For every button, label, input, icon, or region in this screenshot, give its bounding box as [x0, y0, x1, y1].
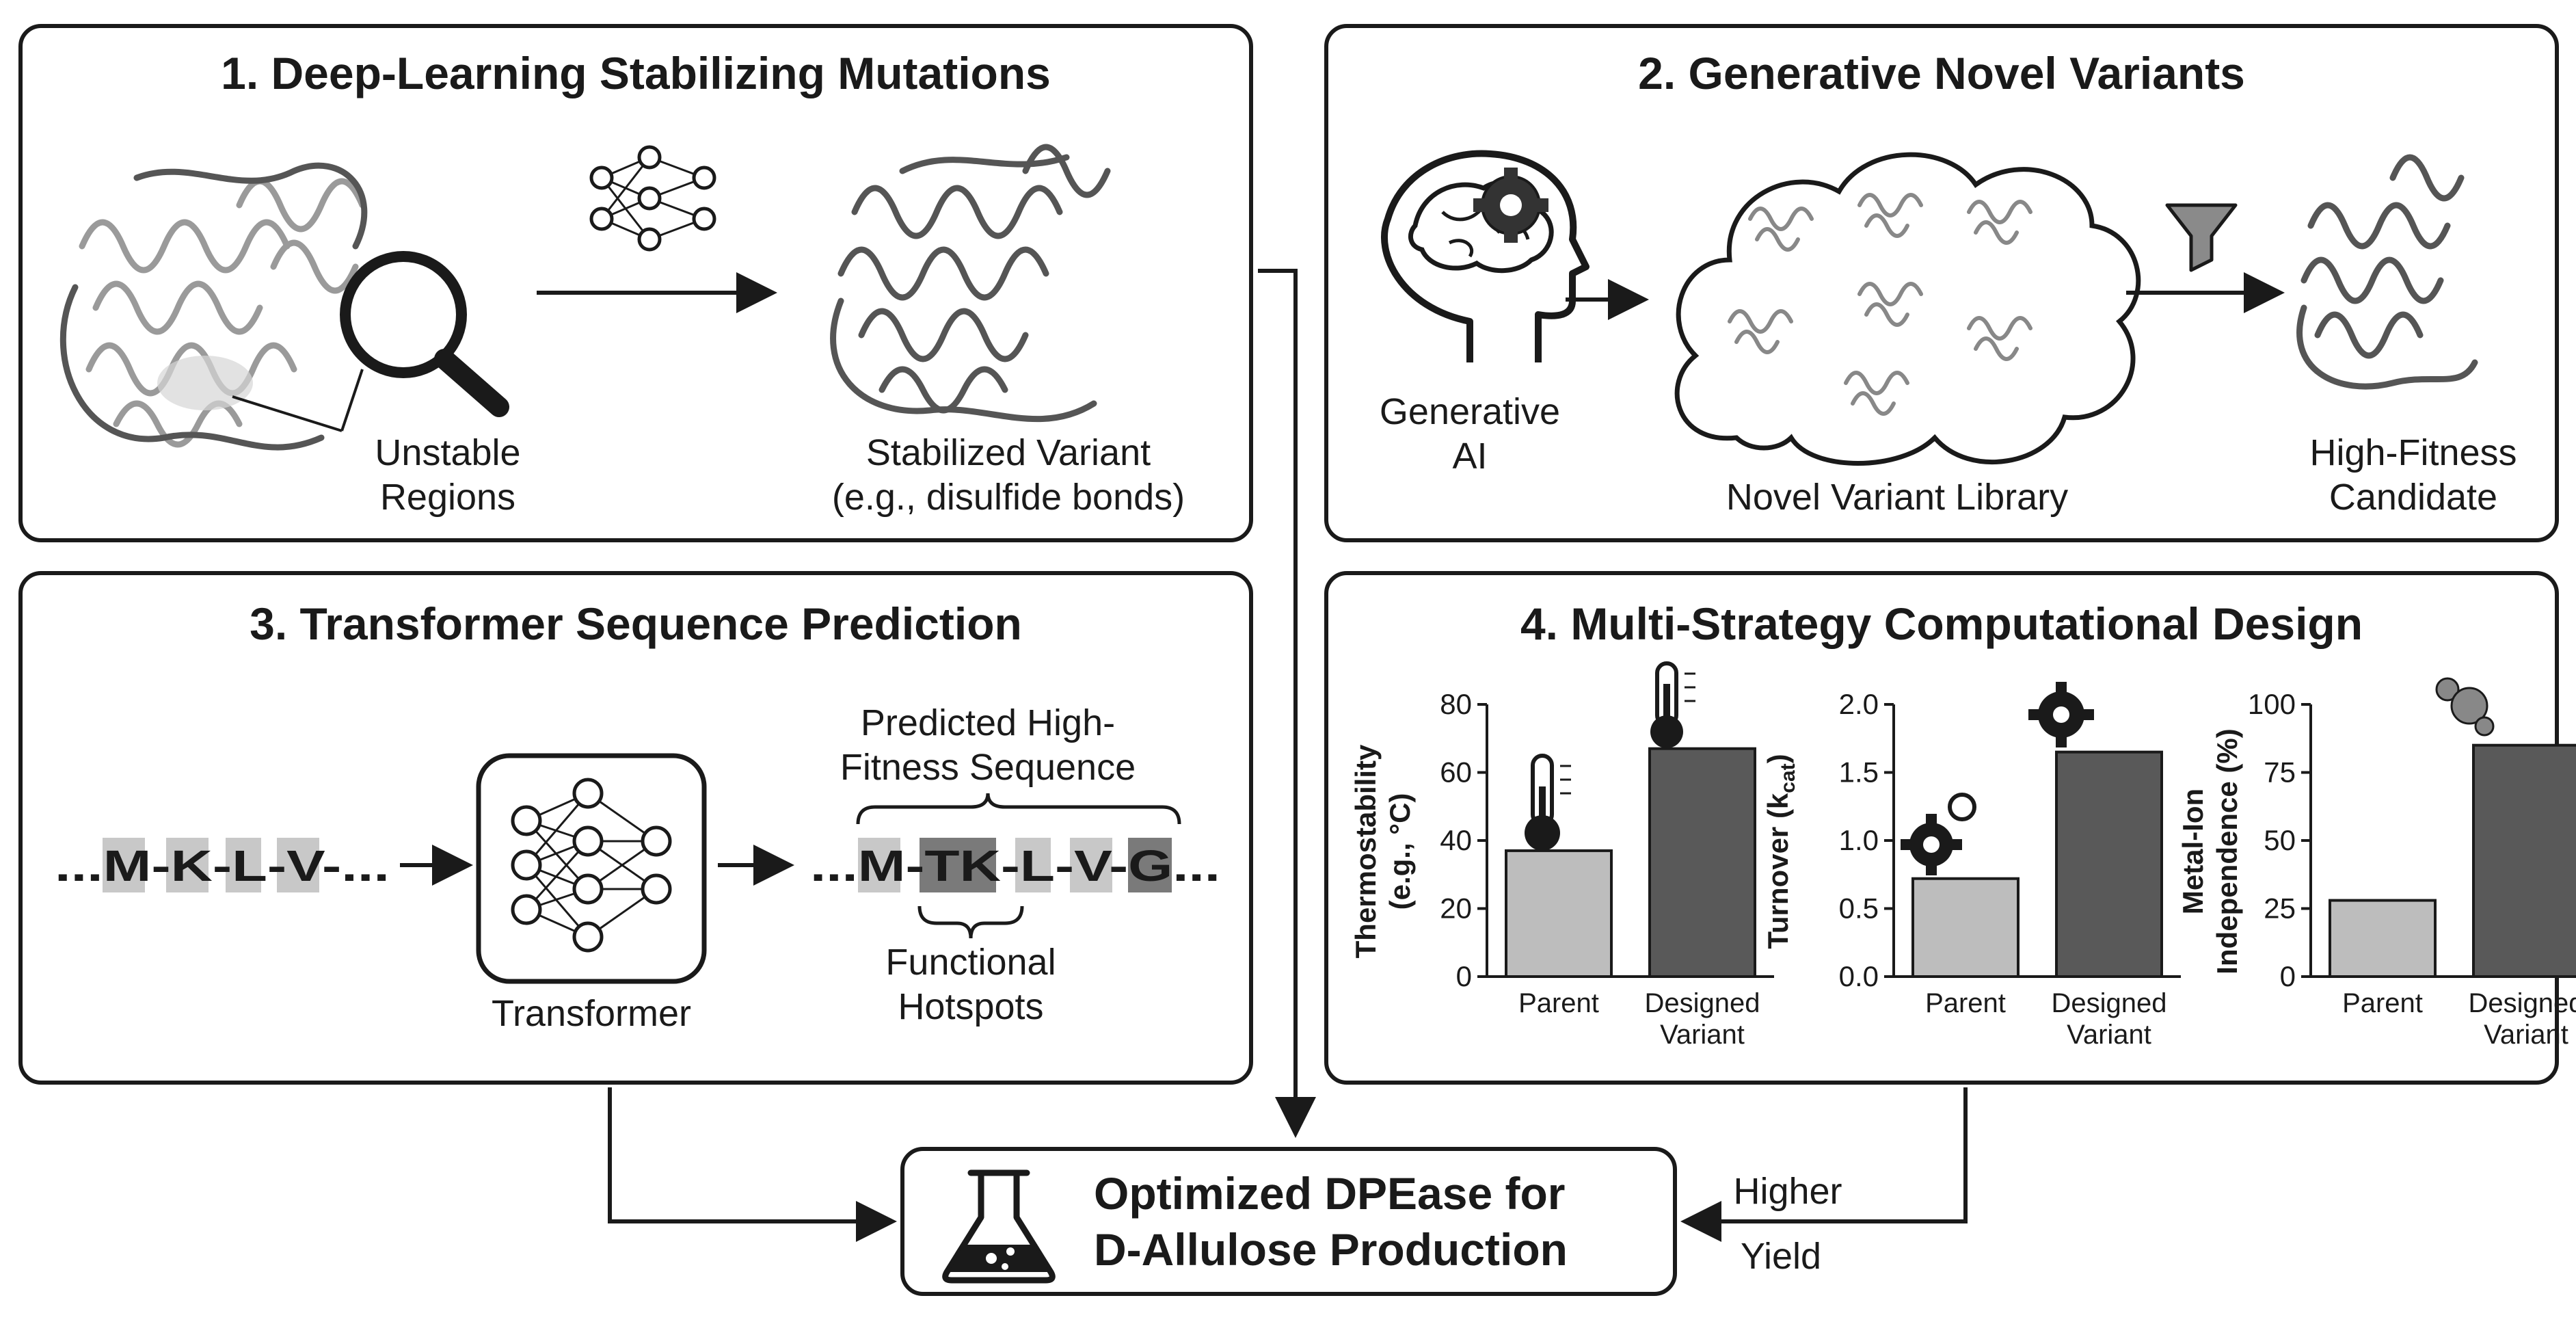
- y-tick-label: 2.0: [1839, 688, 1879, 720]
- y-tick-label: 1.5: [1839, 756, 1879, 789]
- gear-icon: [1473, 168, 1548, 243]
- y-tick-label: 0.5: [1839, 892, 1879, 925]
- panel-3-title: 3. Transformer Sequence Prediction: [250, 598, 1022, 649]
- metal-ion-icon: [2435, 677, 2495, 737]
- hotspot-brace: [917, 905, 1024, 939]
- y-tick-label: 75: [2264, 756, 2296, 789]
- predicted-label-line1: Predicted High-: [861, 702, 1115, 743]
- variant-library-cloud: [1674, 152, 2141, 466]
- final-box-frame: [900, 1147, 1677, 1296]
- panel-deep-learning: 1. Deep-Learning Stabilizing Mutations U…: [18, 24, 1253, 542]
- yield-label-line1: Higher: [1733, 1171, 1842, 1212]
- y-tick-label: 40: [1440, 824, 1472, 856]
- chart-1-ylabel-line2: (e.g., °C): [1384, 793, 1416, 910]
- generative-ai-label-line1: Generative: [1380, 391, 1560, 432]
- thermometer-icon: [1525, 754, 1571, 851]
- predicted-sequence-brace: [856, 793, 1181, 825]
- bar-designed-variant: [1648, 747, 1756, 979]
- hotspot-label-line1: Functional: [885, 942, 1056, 983]
- candidate-protein-structure: [2296, 154, 2478, 390]
- panel-2-title: 2. Generative Novel Variants: [1638, 48, 2245, 98]
- stabilized-label-line1: Stabilized Variant: [866, 432, 1151, 473]
- unstable-label-line2: Regions: [380, 477, 515, 518]
- category-label: Designed: [2051, 988, 2166, 1018]
- bar-designed-variant: [2472, 743, 2576, 978]
- y-tick-label: 60: [1440, 756, 1472, 789]
- candidate-label-line2: Candidate: [2329, 477, 2497, 518]
- category-label: Variant: [1660, 1020, 1745, 1050]
- panel-multi-strategy: 4. Multi-Strategy Computational Design T…: [1324, 571, 2576, 1085]
- flow-connectors: [608, 269, 1968, 1242]
- predicted-label-line2: Fitness Sequence: [840, 747, 1136, 788]
- bar-parent: [1505, 849, 1613, 979]
- generative-ai-head-icon: [1381, 150, 1589, 362]
- chart-3-ylabel-line1: Metal-Ion: [2177, 789, 2209, 914]
- panel-generative: 2. Generative Novel Variants Generative …: [1324, 24, 2559, 542]
- generative-ai-label-line2: AI: [1452, 436, 1487, 477]
- unstable-region-pointers: [232, 369, 364, 432]
- category-label: Parent: [1925, 988, 2006, 1018]
- candidate-label-line1: High-Fitness: [2309, 432, 2517, 473]
- category-label: Designed: [2468, 988, 2576, 1018]
- filter-funnel-icon: [2165, 203, 2238, 272]
- thermometer-icon: [1650, 661, 1695, 748]
- category-label: Variant: [2067, 1020, 2151, 1050]
- library-label: Novel Variant Library: [1726, 477, 2068, 518]
- y-tick-label: 50: [2264, 824, 2296, 856]
- category-label: Parent: [2342, 988, 2423, 1018]
- y-tick-label: 20: [1440, 892, 1472, 925]
- bar-designed-variant: [2055, 750, 2163, 979]
- hotspot-label-line2: Hotspots: [898, 986, 1043, 1027]
- bar-parent: [1911, 877, 2020, 978]
- y-tick-label: 0.0: [1839, 960, 1879, 992]
- category-label: Designed: [1644, 988, 1760, 1018]
- output-sequence-highlights: [858, 838, 1172, 892]
- y-tick-label: 80: [1440, 688, 1472, 720]
- chart-1-ylabel-line1: Thermostability: [1350, 744, 1382, 958]
- magnifier-icon: [340, 251, 509, 417]
- final-label-line2: D-Allulose Production: [1094, 1224, 1568, 1275]
- final-output-box: Optimized DPEase for D-Allulose Producti…: [900, 1147, 1677, 1296]
- output-sequence: ...M-TK-L-V-G...: [810, 841, 1220, 890]
- neural-network-icon: [589, 145, 716, 252]
- variant-structures: [1728, 193, 2032, 416]
- yield-label-line2: Yield: [1741, 1236, 1821, 1277]
- chart-thermostability: Thermostability (e.g., °C) 0 20 40 60 80Pare…: [1350, 661, 1774, 1050]
- category-label: Variant: [2484, 1020, 2568, 1050]
- panel-1-title: 1. Deep-Learning Stabilizing Mutations: [221, 48, 1051, 98]
- y-tick-label: 1.0: [1839, 824, 1879, 856]
- panel-4-title: 4. Multi-Strategy Computational Design: [1520, 598, 2363, 649]
- transformer-model-icon: [476, 753, 707, 984]
- category-label: Parent: [1518, 988, 1599, 1018]
- unstable-protein-structure: [59, 162, 368, 451]
- gear-icon: [2028, 682, 2094, 747]
- panel-transformer: 3. Transformer Sequence Prediction ...M-…: [18, 571, 1253, 1085]
- unstable-label-line1: Unstable: [375, 432, 520, 473]
- y-tick-label: 0: [1456, 960, 1472, 992]
- stabilized-label-line2: (e.g., disulfide bonds): [832, 477, 1185, 518]
- y-tick-label: 25: [2264, 892, 2296, 925]
- final-label-line1: Optimized DPEase for: [1094, 1168, 1566, 1219]
- stabilized-protein-structure: [830, 144, 1111, 423]
- input-sequence: ...M-K-L-V-...: [55, 841, 390, 890]
- input-sequence-highlights: [103, 838, 319, 892]
- y-tick-label: 100: [2248, 688, 2296, 720]
- bar-parent: [2329, 899, 2437, 979]
- flask-icon: [942, 1169, 1056, 1284]
- chart-3-ylabel-line2: Independence (%): [2211, 728, 2243, 974]
- gear-icon: [1901, 793, 1976, 875]
- y-tick-label: 0: [2280, 960, 2296, 992]
- transformer-label: Transformer: [492, 993, 691, 1034]
- chart-metal-ion-independence: Metal-Ion Independence (%) 0 25 50 75 100Par…: [2177, 677, 2576, 1050]
